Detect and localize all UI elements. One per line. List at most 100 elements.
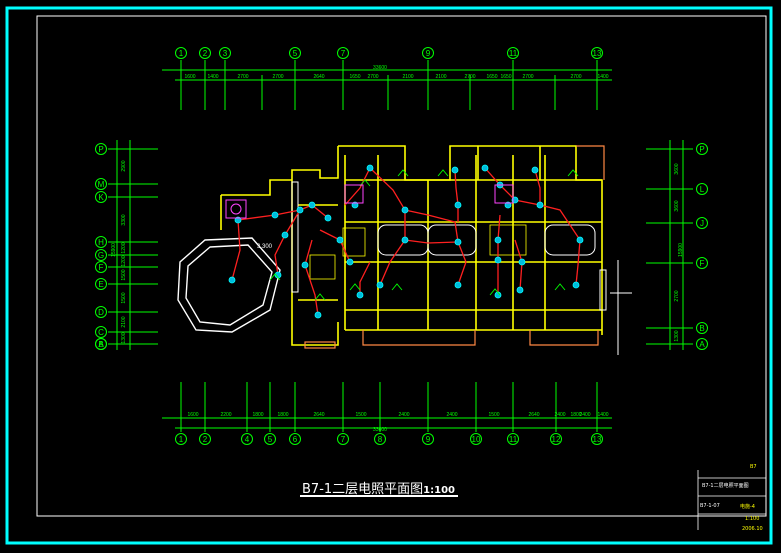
dim-left-7: 1300 (121, 332, 127, 343)
axis-bubble-top-3-label: 3 (223, 49, 228, 58)
axis-bubble-top-9-circle (422, 47, 434, 59)
light-fixture-icon (494, 256, 502, 264)
light-fixture-icon (356, 291, 364, 299)
dim-left-3: 1200 (121, 255, 127, 266)
axis-bubble-top-11: 11 (507, 47, 519, 59)
axis-bubble-bottom-6-circle (289, 433, 301, 445)
dim-top-8: 2100 (435, 74, 446, 80)
axis-bubble-bottom-5: 5 (264, 433, 276, 445)
dim-left-4: 1500 (121, 269, 127, 280)
titleblock-category: 电施-4 (740, 504, 755, 510)
axis-bubble-top-11-label: 11 (509, 49, 518, 58)
axis-bubble-bottom-4-circle (241, 433, 253, 445)
dim-top-9: 2700 (464, 74, 475, 80)
axis-bubble-bottom-13: 13 (591, 433, 603, 445)
axis-bubble-right-P-circle (696, 143, 708, 155)
dim-top-7: 2100 (402, 74, 413, 80)
axis-bubble-right-J-label: J (700, 219, 704, 228)
dim-bottom-3: 1800 (277, 412, 288, 418)
axis-bubble-right-L-circle (696, 183, 708, 195)
axis-bubble-bottom-11: 11 (507, 433, 519, 445)
titleblock-date: 2006.10 (742, 526, 763, 532)
light-fixture-icon (481, 164, 489, 172)
axis-bubble-right-B-label: B (699, 324, 704, 333)
total-dim-bottom: 33600 (373, 427, 387, 433)
axis-bubble-left-P-label: P (98, 145, 103, 154)
dim-top-0: 1600 (184, 74, 195, 80)
axis-bubble-right-A: A (696, 338, 708, 350)
dim-bottom-10: 1800 (570, 412, 581, 418)
light-fixture-icon (572, 281, 580, 289)
axis-bubble-right-P-label: P (699, 145, 704, 154)
axis-bubble-left-E-label: E (98, 280, 103, 289)
octagon-bay (177, 237, 281, 333)
inner-frame (36, 15, 767, 517)
axis-bubble-top-5: 5 (289, 47, 301, 59)
light-fixture-icon (451, 166, 459, 174)
right-axis-group (646, 140, 693, 350)
axis-bubble-right-B: B (696, 322, 708, 334)
dim-left-2: 1200 (121, 242, 127, 253)
light-fixture-icon (531, 166, 539, 174)
stairs (309, 224, 527, 280)
axis-bubble-left-B-label: B (98, 340, 103, 349)
light-fixture-icon (296, 206, 304, 214)
axis-bubble-left-G: G (95, 249, 107, 261)
axis-bubble-left-E-circle (95, 278, 107, 290)
axis-bubble-top-9: 9 (422, 47, 434, 59)
axis-bubble-left-D-label: D (98, 308, 104, 317)
axis-bubble-top-2-label: 2 (203, 49, 208, 58)
light-fixture-icon (401, 206, 409, 214)
light-fixture-icon (536, 201, 544, 209)
dim-bottom-12: 2400 (579, 412, 590, 418)
dim-bottom-9: 2640 (528, 412, 539, 418)
building-walls (220, 145, 603, 346)
dim-bottom-8: 1500 (488, 412, 499, 418)
dim-right-2: 2700 (674, 290, 680, 301)
total-dim-top: 33600 (373, 65, 387, 71)
axis-bubble-left-G-circle (95, 249, 107, 261)
axis-bubble-left-D: D (95, 306, 107, 318)
axis-bubble-right-F: F (696, 257, 708, 269)
axis-bubble-right-A-label: A (699, 340, 705, 349)
light-fixtures (228, 164, 584, 319)
axis-bubble-right-B-circle (696, 322, 708, 334)
dim-top-1: 1400 (207, 74, 218, 80)
titleblock-sheet: B7-1-07 (700, 503, 720, 509)
axis-bubble-bottom-7: 7 (337, 433, 349, 445)
drawing-title: B7-1二层电照平面图1:100 (290, 474, 480, 504)
axis-bubble-top-5-label: 5 (293, 49, 298, 58)
axis-bubble-top-7-label: 7 (341, 49, 346, 58)
dim-bottom-11: 2400 (554, 412, 565, 418)
dim-bottom-5: 1500 (355, 412, 366, 418)
axis-bubble-top-3-circle (219, 47, 231, 59)
axis-bubble-right-F-label: F (700, 259, 705, 268)
axis-bubble-left-H-circle (95, 236, 107, 248)
axis-bubble-top-11-circle (507, 47, 519, 59)
light-fixture-icon (271, 211, 279, 219)
axis-bubble-top-3: 3 (219, 47, 231, 59)
light-fixture-icon (336, 236, 344, 244)
axis-bubble-bottom-8: 8 (374, 433, 386, 445)
wiring (231, 167, 581, 316)
axis-bubble-bottom-1: 1 (175, 433, 187, 445)
axis-bubble-left-K: K (95, 191, 107, 203)
axis-bubble-bottom-6: 6 (289, 433, 301, 445)
axis-bubble-bottom-10-circle (470, 433, 482, 445)
windows (291, 181, 607, 311)
axis-bubble-left-K-circle (95, 191, 107, 203)
axis-bubble-left-A-circle (95, 338, 107, 350)
axis-bubble-bottom-10-label: 10 (472, 435, 481, 444)
axis-bubble-left-C-label: C (98, 328, 104, 337)
axis-bubble-left-D-circle (95, 306, 107, 318)
axis-bubble-bottom-11-label: 11 (509, 435, 518, 444)
axis-bubble-top-5-circle (289, 47, 301, 59)
axis-bubble-left-A-label: A (98, 340, 104, 349)
axis-bubble-bottom-11-circle (507, 433, 519, 445)
axis-bubble-left-P-circle (95, 143, 107, 155)
axis-bubble-left-M: M (95, 178, 107, 190)
axis-bubble-left-G-label: G (98, 251, 104, 260)
dim-top-10: 1650 (486, 74, 497, 80)
